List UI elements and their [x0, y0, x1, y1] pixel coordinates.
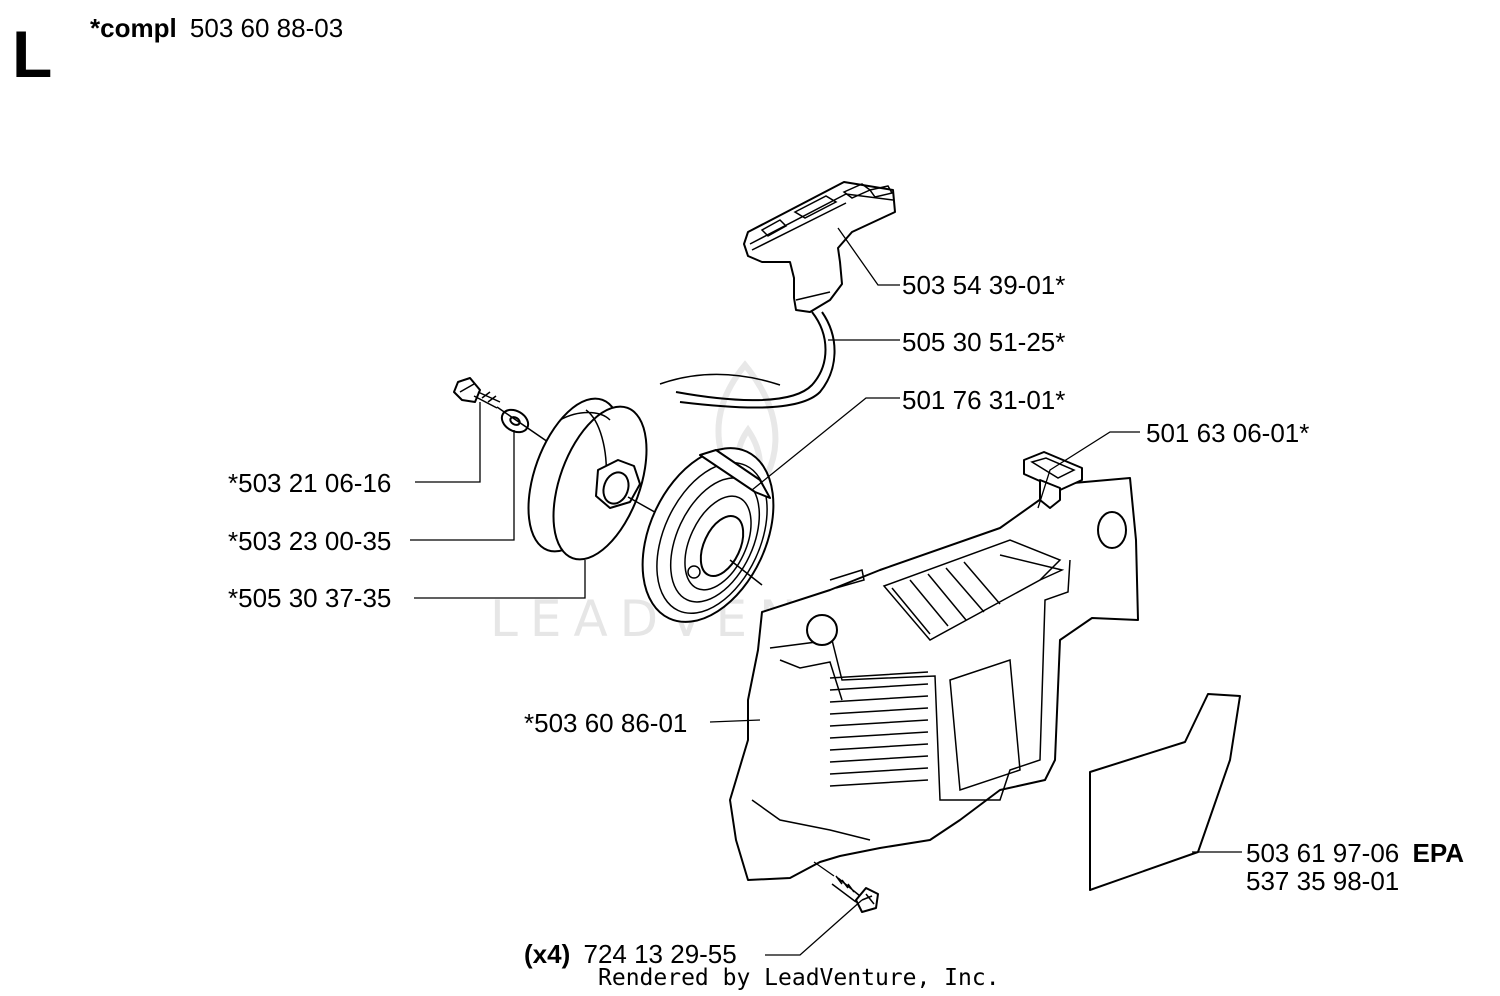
label-pulley: *505 30 37-35	[228, 583, 391, 613]
starter-cover-part	[729, 477, 1139, 881]
label-decal-alt: 537 35 98-01	[1246, 866, 1399, 896]
label-decal-number: 503 61 97-06	[1246, 838, 1399, 868]
decal-part	[1089, 693, 1241, 891]
label-washer: *503 23 00-35	[228, 526, 391, 556]
label-grommet: 501 63 06-01*	[1146, 418, 1309, 448]
label-decal: 503 61 97-06 EPA	[1246, 838, 1464, 868]
label-spring: 501 76 31-01*	[902, 385, 1065, 415]
washer-part	[500, 408, 530, 434]
compl-number: 503 60 88-03	[190, 13, 343, 43]
label-cover-screws: (x4) 724 13 29-55	[524, 939, 737, 969]
compl-label: *compl 503 60 88-03	[90, 13, 343, 43]
pulley-screw-part	[453, 377, 501, 409]
footer-credit: Rendered by LeadVenture, Inc.	[598, 965, 1000, 991]
starter-pulley-part	[527, 397, 648, 561]
label-decal-suffix: EPA	[1412, 838, 1464, 868]
compl-prefix: *compl	[90, 13, 177, 43]
label-screw: *503 21 06-16	[228, 468, 391, 498]
label-screws-number: 724 13 29-55	[583, 939, 736, 969]
starter-rope-part	[659, 311, 836, 409]
label-screws-qty: (x4)	[524, 939, 570, 969]
cover-screw-part	[831, 875, 879, 913]
section-letter: L	[12, 17, 52, 91]
grommet-part	[1023, 451, 1083, 509]
starter-handle-part	[743, 181, 896, 313]
label-rope: 505 30 51-25*	[902, 327, 1065, 357]
recoil-spring-part	[641, 447, 775, 623]
label-cover: *503 60 86-01	[524, 708, 687, 738]
label-handle: 503 54 39-01*	[902, 270, 1065, 300]
